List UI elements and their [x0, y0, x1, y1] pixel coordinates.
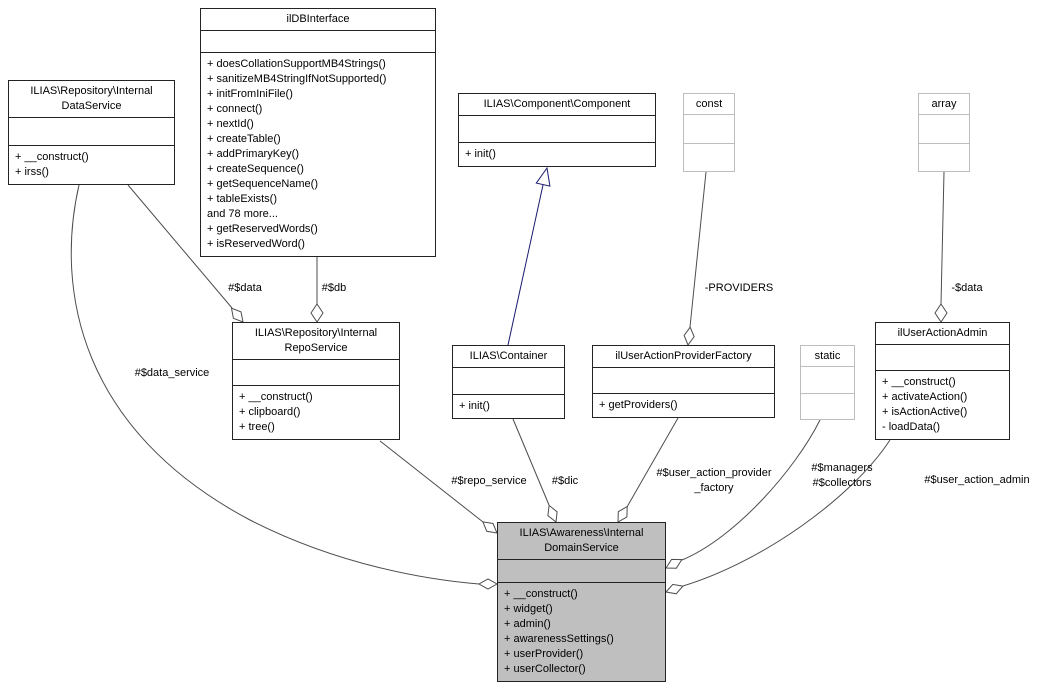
- type-cell: [684, 144, 734, 172]
- class-methods: + __construct() + widget() + admin() + a…: [504, 588, 614, 675]
- type-title: const: [684, 94, 734, 115]
- aggregation-diamond-icon: [934, 303, 948, 323]
- class-attributes: [233, 360, 399, 386]
- edge-label-providers: -PROVIDERS: [704, 282, 774, 294]
- class-box-user-action-admin[interactable]: ilUserActionAdmin + __construct() + acti…: [875, 322, 1010, 440]
- edge-inheritance: [507, 184, 544, 346]
- class-title: ILIAS\Repository\Internal RepoService: [233, 323, 399, 360]
- class-attributes: [876, 345, 1009, 371]
- class-methods: + __construct() + clipboard() + tree(): [239, 391, 313, 433]
- edge-label-data: #$data: [228, 282, 262, 294]
- edge-label-user-action-provider-factory: #$user_action_provider _factory: [656, 467, 772, 494]
- edge-array-data: [940, 171, 945, 305]
- class-title: ILIAS\Container: [453, 346, 564, 368]
- aggregation-diamond-icon: [310, 303, 324, 323]
- edge-user-action-admin: [682, 439, 891, 587]
- type-cell: [684, 115, 734, 144]
- class-attributes: [459, 116, 655, 143]
- class-methods: + __construct() + activateAction() + isA…: [882, 376, 968, 433]
- type-box-static: static: [800, 345, 855, 420]
- class-title: ilDBInterface: [201, 9, 435, 31]
- type-box-array: array: [918, 93, 970, 172]
- type-box-const: const: [683, 93, 735, 172]
- type-title: static: [801, 346, 854, 367]
- edge-user-action-provider-factory: [626, 417, 679, 508]
- aggregation-diamond-icon: [547, 504, 558, 523]
- class-title: ilUserActionAdmin: [876, 323, 1009, 345]
- class-methods: + getProviders(): [599, 399, 678, 411]
- edge-data: [127, 184, 233, 309]
- inheritance-arrow-icon: [535, 166, 551, 187]
- class-methods: + doesCollationSupportMB4Strings() + san…: [207, 58, 387, 250]
- edge-dic: [512, 418, 550, 506]
- edge-data-service: [70, 184, 480, 585]
- edge-label-data-service: #$data_service: [134, 367, 210, 379]
- class-box-user-action-provider-factory[interactable]: ilUserActionProviderFactory + getProvide…: [592, 345, 775, 418]
- edge-label-db: #$db: [321, 282, 347, 294]
- class-attributes: [201, 31, 435, 53]
- edge-label-user-action-admin: #$user_action_admin: [924, 474, 1030, 486]
- edge-label-repo-service: #$repo_service: [451, 475, 527, 487]
- class-box-container[interactable]: ILIAS\Container + init(): [452, 345, 565, 419]
- aggregation-diamond-icon: [665, 558, 683, 569]
- edge-providers: [689, 171, 707, 328]
- edge-label-array-data: -$data: [951, 282, 983, 294]
- aggregation-diamond-icon: [482, 521, 498, 534]
- type-title: array: [919, 94, 969, 115]
- class-methods: + init(): [459, 400, 490, 412]
- class-title: ilUserActionProviderFactory: [593, 346, 774, 368]
- class-attributes: [593, 368, 774, 394]
- type-cell: [919, 115, 969, 144]
- type-cell: [801, 394, 854, 420]
- class-attributes: [453, 368, 564, 395]
- aggregation-diamond-icon: [230, 307, 244, 323]
- class-box-component[interactable]: ILIAS\Component\Component + init(): [458, 93, 656, 167]
- type-cell: [919, 144, 969, 172]
- edge-managers-collectors: [681, 419, 821, 561]
- class-title: ILIAS\Component\Component: [459, 94, 655, 116]
- aggregation-diamond-icon: [665, 583, 684, 595]
- edge-label-dic: #$dic: [551, 475, 579, 487]
- class-methods: + init(): [465, 148, 496, 160]
- class-attributes: [9, 118, 174, 146]
- type-cell: [801, 367, 854, 394]
- class-box-domain-service[interactable]: ILIAS\Awareness\Internal DomainService +…: [497, 522, 666, 682]
- class-title: ILIAS\Repository\Internal DataService: [9, 81, 174, 118]
- aggregation-diamond-icon: [617, 505, 628, 523]
- aggregation-diamond-icon: [477, 578, 499, 590]
- class-box-repo-service[interactable]: ILIAS\Repository\Internal RepoService + …: [232, 322, 400, 440]
- class-attributes: [498, 560, 665, 583]
- edge-label-managers-collectors: #$managers #$collectors: [811, 462, 873, 489]
- class-box-data-service[interactable]: ILIAS\Repository\Internal DataService + …: [8, 80, 175, 185]
- class-box-db-interface[interactable]: ilDBInterface + doesCollationSupportMB4S…: [200, 8, 436, 257]
- class-title: ILIAS\Awareness\Internal DomainService: [498, 523, 665, 560]
- edge-repo-service: [379, 440, 484, 523]
- aggregation-diamond-icon: [683, 326, 695, 347]
- class-methods: + __construct() + irss(): [15, 151, 89, 178]
